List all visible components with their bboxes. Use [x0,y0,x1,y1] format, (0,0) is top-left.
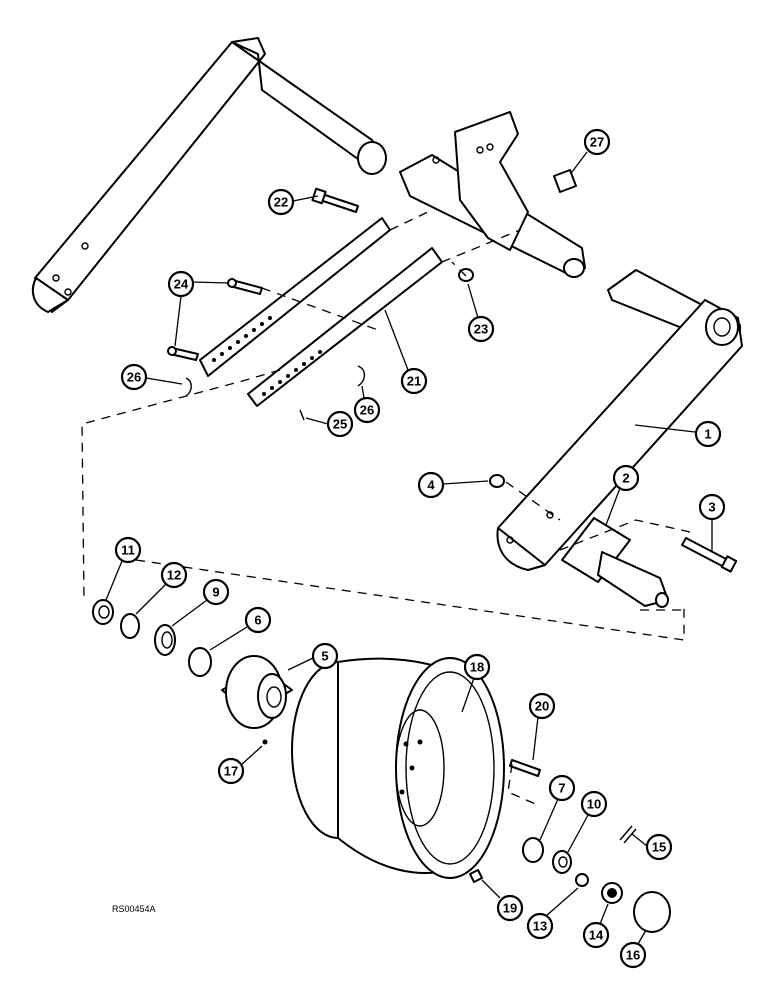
callout-7: 7 [558,781,565,796]
callout-13: 13 [533,919,547,934]
callout-18: 18 [470,660,484,675]
washer-13 [575,873,589,887]
callout-1: 1 [704,427,711,442]
callout-11: 11 [121,543,135,558]
cap-16 [633,891,671,933]
bolt-22 [311,187,359,213]
center-bracket [399,111,586,278]
clip-26a [185,377,192,397]
callout-9: 9 [212,585,219,600]
clip-26b [357,365,366,387]
nut-27 [553,169,577,193]
callout-16: 16 [626,948,640,963]
callout-26-right: 26 [360,403,374,418]
callout-26-left: 26 [127,370,141,385]
callout-10: 10 [587,797,601,812]
callout-14: 14 [589,928,604,943]
left-arm [31,37,387,313]
bearing-10 [552,850,572,874]
pin-24b [167,346,199,361]
callout-4: 4 [427,478,435,493]
cup-6 [188,647,212,677]
nut-19 [469,869,483,883]
assembly-lines [81,209,691,807]
pin-24a [227,278,263,295]
stud-17 [262,739,268,745]
pin-25 [299,409,305,421]
callout-3: 3 [708,500,715,515]
spindle [561,517,669,608]
seal-11 [92,599,114,625]
callout-27: 27 [590,135,604,150]
callout-6: 6 [254,613,261,628]
wheel-rim [291,657,505,879]
callout-24: 24 [174,277,189,292]
callout-2: 2 [622,471,629,486]
bearing-9 [154,624,176,656]
callout-22: 22 [274,195,288,210]
nut-4 [489,474,505,488]
callout-21: 21 [407,374,421,389]
figure-reference: RS00454A [112,904,156,914]
cup-7 [522,837,544,863]
bolt-20 [509,759,541,777]
callout-19: 19 [503,901,517,916]
bolt-3 [681,537,738,573]
cotter-pin-15 [619,825,637,844]
nut-14 [601,882,623,904]
callout-17: 17 [224,764,238,779]
cup-12 [120,613,140,639]
callout-15: 15 [652,840,666,855]
callout-23: 23 [474,322,488,337]
callout-25: 25 [333,417,347,432]
callout-20: 20 [535,699,549,714]
hub-5 [221,655,293,729]
callout-12: 12 [167,568,181,583]
callout-5: 5 [321,649,328,664]
right-arm [496,269,743,571]
callouts: 1 2 3 4 5 6 7 9 10 11 [105,128,726,969]
